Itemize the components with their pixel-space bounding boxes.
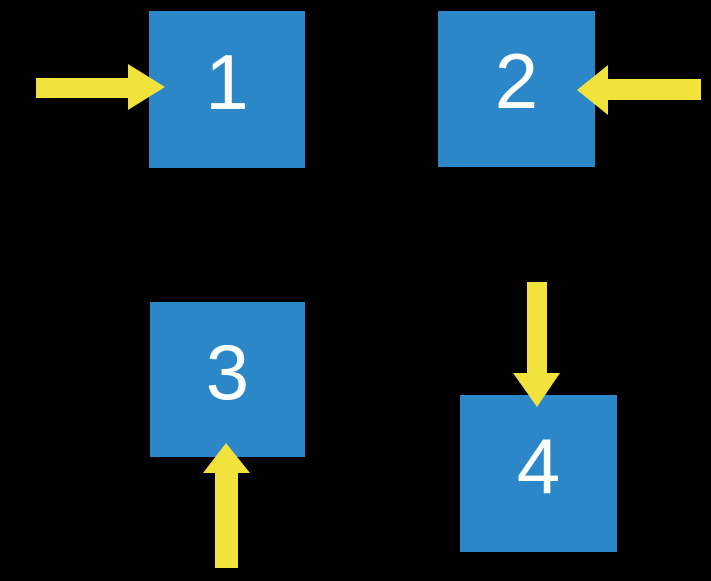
box-1-label: 1	[205, 37, 249, 126]
box-1: 1	[149, 11, 305, 168]
arrow-left-into-box-2-icon	[577, 65, 701, 115]
box-4: 4	[460, 395, 617, 552]
box-3-label: 3	[205, 327, 250, 416]
box-2: 2	[438, 11, 595, 167]
arrow-up-into-box-3-icon	[203, 443, 250, 568]
arrow-right-into-box-1-icon	[36, 64, 165, 110]
box-2-label: 2	[494, 37, 539, 125]
box-4-label: 4	[516, 421, 561, 510]
arrow-down-into-box-4-icon	[513, 282, 560, 407]
box-3: 3	[150, 302, 305, 457]
